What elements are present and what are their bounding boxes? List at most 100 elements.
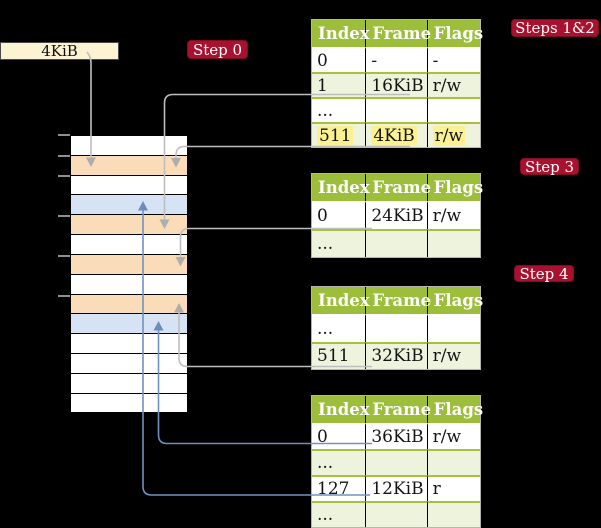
table-cell: 511 — [312, 122, 366, 147]
table-cell: 4KiB — [365, 122, 427, 147]
column-header: Frame — [365, 20, 431, 47]
table-cell: ... — [312, 229, 366, 257]
table-row: 0-- — [312, 47, 480, 72]
table-cell: r/w — [426, 423, 480, 449]
column-header: Flags — [426, 20, 483, 47]
column-header: Index — [312, 396, 370, 423]
table-row: ... — [312, 97, 480, 122]
table-cell: 12KiB — [365, 475, 427, 501]
table-row: ... — [312, 229, 480, 257]
table-cell — [365, 314, 427, 342]
table-cell — [426, 314, 480, 342]
column-header: Frame — [365, 174, 431, 201]
table-cell: r/w — [426, 341, 480, 369]
memory-address-label: 4KiB — [0, 42, 119, 60]
column-header: Flags — [426, 396, 483, 423]
table-cell: 127 — [312, 475, 366, 501]
table-cell: 16KiB — [365, 72, 427, 97]
memory-row-16kib — [71, 214, 188, 235]
table-cell: ... — [312, 314, 366, 342]
memory-row-44kib — [71, 352, 188, 373]
column-header: Flags — [426, 174, 483, 201]
table-cell: 0 — [312, 47, 366, 72]
physical-memory-column — [70, 135, 189, 414]
memory-row-20kib — [71, 234, 188, 254]
table-cell: ... — [312, 501, 366, 527]
table-cell: 32KiB — [365, 341, 427, 369]
memory-row-4kib — [71, 154, 188, 175]
highlighted-value: 511 — [317, 125, 354, 146]
address-tick — [58, 134, 70, 136]
step-4-badge: Step 4 — [514, 265, 574, 283]
address-tick — [58, 294, 70, 297]
address-tick — [58, 254, 70, 257]
table-row: 511 4KiB r/w — [312, 122, 480, 147]
highlighted-value: 4KiB — [371, 125, 417, 146]
table-cell: 1 — [312, 72, 366, 97]
step-0-badge: Step 0 — [187, 40, 248, 59]
table-cell — [426, 229, 480, 257]
steps-1-and-2-badge: Steps 1&2 — [511, 19, 599, 37]
highlighted-value: r/w — [432, 125, 466, 146]
address-tick — [58, 155, 70, 157]
table-cell: 511 — [312, 341, 366, 369]
table-cell — [426, 97, 480, 122]
memory-row-24kib — [71, 253, 188, 274]
table-cell — [365, 501, 427, 527]
table-cell: r/w — [426, 201, 480, 229]
table-cell: 36KiB — [365, 423, 427, 449]
table-cell: - — [365, 47, 427, 72]
column-header: Index — [312, 174, 370, 201]
memory-row-8kib — [71, 174, 188, 195]
column-header: Index — [312, 20, 370, 47]
table-cell — [365, 229, 427, 257]
address-tick — [58, 214, 70, 217]
step-3-badge: Step 3 — [520, 158, 579, 176]
table-row: ... — [312, 449, 480, 475]
memory-row-0kib — [71, 136, 188, 155]
table-cell: ... — [312, 449, 366, 475]
memory-row-32kib — [71, 293, 188, 314]
table-cell — [365, 97, 427, 122]
table-cell: ... — [312, 97, 366, 122]
table-cell: r/w — [426, 122, 480, 147]
table-cell: 0 — [312, 423, 366, 449]
address-tick — [58, 175, 70, 177]
table-cell: - — [426, 47, 480, 72]
memory-row-48kib — [71, 372, 188, 393]
table-cell — [365, 449, 427, 475]
memory-row-52kib — [71, 392, 188, 413]
memory-row-40kib — [71, 333, 188, 353]
memory-row-12kib — [71, 194, 188, 215]
column-header: Frame — [365, 396, 431, 423]
memory-row-36kib — [71, 313, 188, 334]
column-header: Frame — [365, 287, 431, 314]
table-cell: r/w — [426, 72, 480, 97]
column-header: Index — [312, 287, 370, 314]
table-cell: r — [426, 475, 480, 501]
column-header: Flags — [426, 287, 483, 314]
table-cell — [426, 501, 480, 527]
table-cell — [426, 449, 480, 475]
memory-row-28kib — [71, 273, 188, 294]
table-row: ... — [312, 314, 480, 342]
arrow-entry511-to-4kib — [175, 145, 410, 159]
table-cell: 24KiB — [365, 201, 427, 229]
table-row: ... — [312, 501, 480, 527]
